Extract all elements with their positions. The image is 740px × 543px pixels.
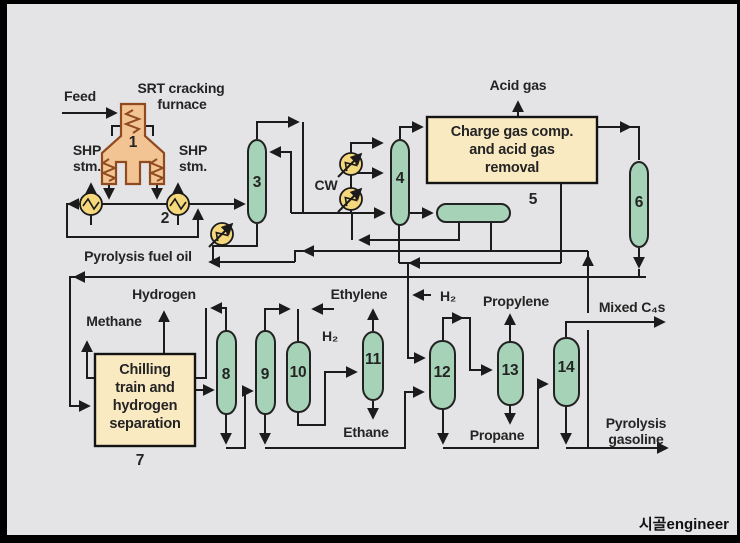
shp-right-label-2: stm. xyxy=(179,158,207,174)
pyrolysis-fuel-oil-label: Pyrolysis fuel oil xyxy=(84,248,192,264)
svg-text:8: 8 xyxy=(222,366,231,383)
equipment-2-label: 2 xyxy=(161,210,169,227)
charge-gas-box: Charge gas comp. and acid gas removal xyxy=(425,115,599,185)
chill-box-line2: train and xyxy=(115,380,174,396)
furnace-number: 1 xyxy=(129,134,138,151)
svg-text:4: 4 xyxy=(396,170,405,187)
exchanger-flow-arrows xyxy=(208,152,363,248)
svg-text:9: 9 xyxy=(261,366,270,383)
shp-left-label-2: stm. xyxy=(73,158,101,174)
cracking-furnace: 1 xyxy=(100,102,166,186)
charge-box-line3: removal xyxy=(485,160,539,176)
pyrolysis-gasoline-label-1: Pyrolysis xyxy=(606,415,667,431)
svg-text:11: 11 xyxy=(365,351,382,368)
acid-gas-label: Acid gas xyxy=(490,77,547,93)
column-11: 11 xyxy=(362,331,384,401)
svg-text:10: 10 xyxy=(290,364,307,381)
ethylene-label: Ethylene xyxy=(331,286,388,302)
process-lines xyxy=(62,100,669,454)
propane-label: Propane xyxy=(470,427,525,443)
shp-left-label-1: SHP xyxy=(73,142,101,158)
chill-box-line3: hydrogen xyxy=(113,398,177,414)
equipment-7-label: 7 xyxy=(136,452,144,469)
shp-exchanger-left xyxy=(79,192,103,216)
charge-box-line1: Charge gas comp. xyxy=(451,124,574,140)
svg-text:13: 13 xyxy=(502,362,519,379)
propylene-label: Propylene xyxy=(483,293,549,309)
svg-text:12: 12 xyxy=(434,364,451,381)
column-4: 4 xyxy=(390,139,410,226)
chill-box-line4: separation xyxy=(109,416,180,432)
methane-label: Methane xyxy=(86,313,142,329)
charge-box-line2: and acid gas xyxy=(469,142,555,158)
hydrogen-label: Hydrogen xyxy=(132,286,196,302)
column-3: 3 xyxy=(247,139,267,224)
diagram-background xyxy=(7,4,737,535)
column-12: 12 xyxy=(429,340,456,410)
column-8: 8 xyxy=(216,330,237,415)
h2-label-depropanizer: H₂ xyxy=(440,288,456,304)
srt-furnace-label-1: SRT cracking xyxy=(137,80,224,96)
column-13: 13 xyxy=(497,341,524,406)
column-14: 14 xyxy=(553,337,580,407)
svg-text:6: 6 xyxy=(635,194,644,211)
chilling-train-box: Chilling train and hydrogen separation xyxy=(93,352,197,448)
ethane-label: Ethane xyxy=(343,424,389,440)
equipment-5-label: 5 xyxy=(529,191,538,208)
watermark: 시골engineer xyxy=(639,516,729,533)
chill-box-line1: Chilling xyxy=(119,362,171,378)
column-10: 10 xyxy=(286,341,311,413)
shp-exchanger-2 xyxy=(166,192,190,216)
column-9: 9 xyxy=(255,330,276,415)
mixed-c4s-label: Mixed C₄s xyxy=(599,299,666,315)
h2-label-converter: H₂ xyxy=(322,328,338,344)
svg-text:14: 14 xyxy=(558,359,575,376)
svg-text:3: 3 xyxy=(253,174,262,191)
feed-label: Feed xyxy=(64,88,96,104)
srt-furnace-label-2: furnace xyxy=(157,96,207,112)
column-6: 6 xyxy=(629,161,649,248)
shp-right-label-1: SHP xyxy=(179,142,207,158)
drum-5 xyxy=(436,203,511,223)
pyrolysis-gasoline-label-2: gasoline xyxy=(608,431,664,447)
cw-label: CW xyxy=(315,177,339,193)
